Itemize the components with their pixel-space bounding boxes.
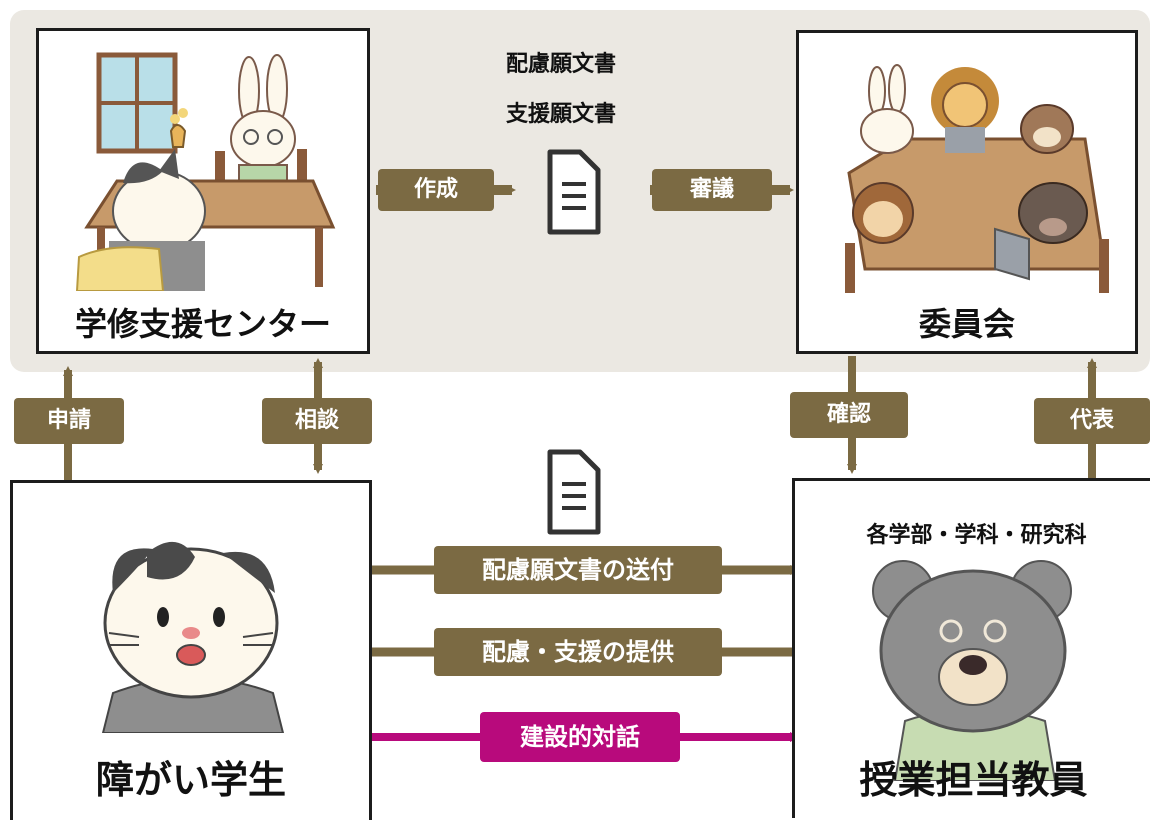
committee-illustration (845, 64, 1109, 293)
consult-label: 相談 (262, 398, 372, 444)
create-label: 作成 (378, 169, 494, 211)
document-icon (547, 449, 601, 535)
committee-box: 委員会 (796, 30, 1138, 354)
confirm-label: 確認 (790, 392, 908, 438)
dialogue-label: 建設的対話 (480, 712, 680, 762)
support-center-illustration (75, 52, 336, 291)
doc-title-consideration: 配慮願文書 (506, 52, 617, 77)
teacher-illustration (872, 560, 1072, 781)
teacher-label: 授業担当教員 (859, 758, 1088, 802)
student-box: 障がい学生 (10, 480, 372, 820)
student-label: 障がい学生 (95, 758, 286, 802)
support-center-label: 学修支援センター (74, 305, 331, 343)
provide-label: 配慮・支援の提供 (434, 628, 722, 676)
represent-label: 代表 (1034, 398, 1150, 444)
faculty-label: 各学部・学科・研究科 (866, 523, 1087, 548)
teacher-box: 各学部・学科・研究科 授業担当教員 (792, 478, 1150, 818)
support-center-box: 学修支援センター (36, 28, 370, 354)
committee-label: 委員会 (918, 305, 1015, 343)
deliberate-label: 審議 (652, 169, 772, 211)
document-icon (547, 149, 601, 235)
doc-title-support: 支援願文書 (506, 102, 617, 127)
apply-label: 申請 (14, 398, 124, 444)
student-illustration (101, 541, 285, 733)
send-doc-label: 配慮願文書の送付 (434, 546, 722, 594)
